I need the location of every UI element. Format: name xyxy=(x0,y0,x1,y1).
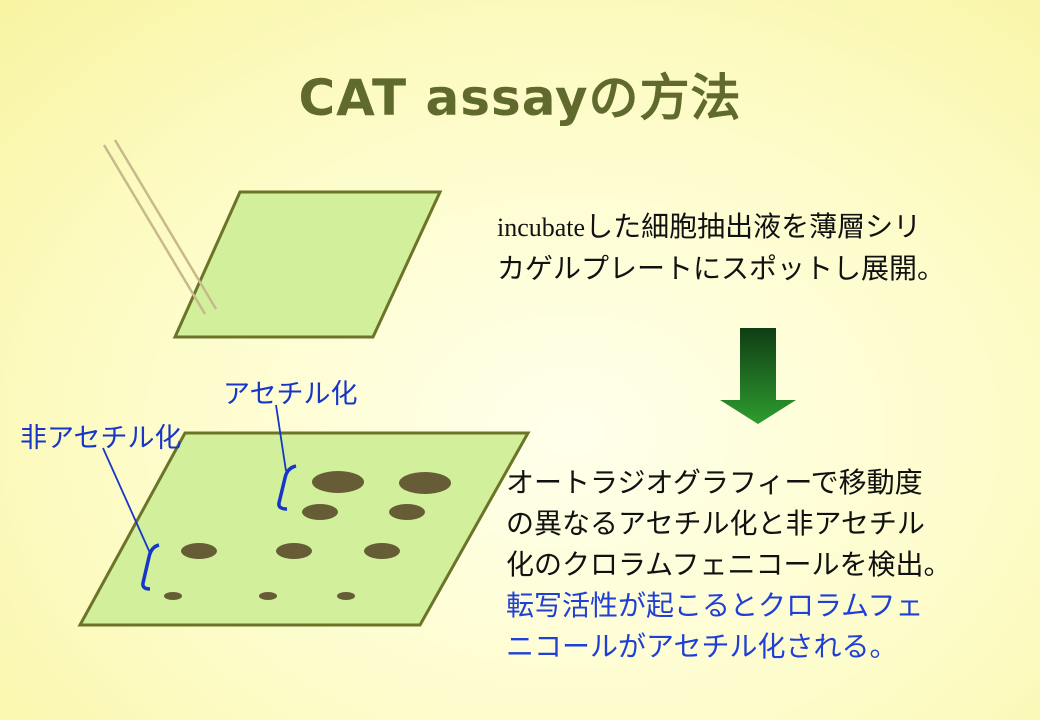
step2-line: 化のクロラムフェニコールを検出。 xyxy=(506,548,952,581)
step1-description: incubateした細胞抽出液を薄層シリ カゲルプレートにスポットし展開。 xyxy=(497,206,1017,289)
label-non-acetylated: 非アセチル化 xyxy=(20,423,182,454)
label-acetylated: アセチル化 xyxy=(223,379,358,410)
spots-non-acetylated xyxy=(181,543,400,559)
spots-acetylated-lower xyxy=(302,504,425,520)
capillary-pipette xyxy=(102,139,218,315)
step1-lead: incubate xyxy=(497,213,586,242)
spots-origin xyxy=(164,592,355,600)
acetylated-bracket xyxy=(275,404,297,511)
step2-highlight-line: 転写活性が起こるとクロラムフェ xyxy=(506,589,924,622)
step1-line2: カゲルプレートにスポットし展開。 xyxy=(497,252,946,285)
step2-highlight-line: ニコールがアセチル化される。 xyxy=(506,630,898,663)
tlc-plate-bottom xyxy=(77,431,531,627)
step2-line: の異なるアセチル化と非アセチル xyxy=(506,507,925,540)
tlc-plate-top xyxy=(172,190,443,339)
step2-line: オートラジオグラフィーで移動度 xyxy=(506,466,923,499)
step1-line1: incubateした細胞抽出液を薄層シリ xyxy=(497,206,1017,248)
non-acetylated-bracket xyxy=(102,447,160,591)
step2-description: オートラジオグラフィーで移動度 の異なるアセチル化と非アセチル 化のクロラムフェ… xyxy=(506,462,1026,667)
down-arrow-icon xyxy=(720,328,796,424)
spots-acetylated-upper xyxy=(312,471,451,494)
step1-line1-rest: した細胞抽出液を薄層シリ xyxy=(585,210,922,243)
slide-title: CAT assayの方法 xyxy=(298,69,742,127)
